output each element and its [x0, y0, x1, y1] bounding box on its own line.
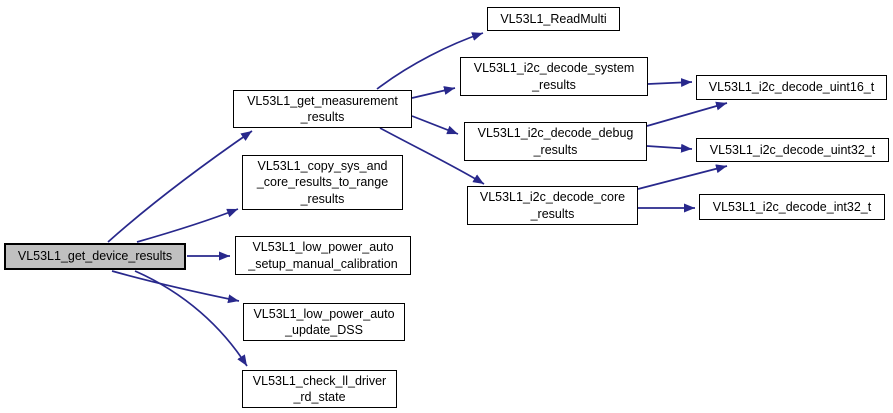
edge-get-measurement-results-to-i2c-decode-system-results	[411, 86, 456, 99]
node-label: VL53L1_copy_sys_and	[257, 158, 388, 173]
node-label: VL53L1_ReadMulti	[500, 11, 607, 26]
edge-get-device-results-to-low-power-auto-update-dss	[111, 270, 240, 304]
edge-i2c-decode-debug-results-to-uint32	[646, 143, 693, 153]
edge-get-measurement-results-to-i2c-decode-debug-results	[411, 115, 459, 135]
node-readmulti[interactable]: VL53L1_ReadMulti	[487, 7, 620, 31]
edge-get-measurement-results-to-readmulti	[376, 32, 484, 90]
node-label: VL53L1_low_power_auto	[253, 306, 395, 321]
node-low-power-auto-update-dss[interactable]: VL53L1_low_power_auto _update_DSS	[243, 303, 405, 341]
node-i2c-decode-uint32-t[interactable]: VL53L1_i2c_decode_uint32_t	[696, 138, 889, 162]
node-label: _rd_state	[293, 390, 346, 404]
edge-i2c-decode-system-results-to-uint16	[647, 78, 693, 87]
edge-i2c-decode-core-results-to-uint32	[637, 164, 728, 190]
node-get-measurement-results[interactable]: VL53L1_get_measurement _results	[233, 90, 412, 128]
node-label: VL53L1_check_ll_driver	[252, 373, 387, 388]
edge-get-device-results-to-get-measurement-results	[107, 130, 253, 243]
node-label: VL53L1_i2c_decode_core	[479, 190, 626, 204]
node-label: VL53L1_i2c_decode_system	[473, 61, 635, 75]
node-label: VL53L1_i2c_decode_uint16_t	[708, 80, 875, 95]
edge-get-measurement-results-to-i2c-decode-core-results	[379, 127, 485, 185]
node-label: VL53L1_i2c_decode_debug	[477, 126, 634, 140]
node-low-power-auto-setup-manual-calibration[interactable]: VL53L1_low_power_auto _setup_manual_cali…	[235, 236, 411, 275]
edge-get-device-results-to-copy-sys-and-core-results	[136, 208, 239, 243]
node-label: _results	[530, 206, 575, 221]
node-i2c-decode-uint16-t[interactable]: VL53L1_i2c_decode_uint16_t	[696, 75, 887, 100]
node-copy-sys-and-core-results-to-range-results[interactable]: VL53L1_copy_sys_and _core_results_to_ran…	[242, 155, 403, 210]
node-label: VL53L1_i2c_decode_uint32_t	[709, 142, 876, 157]
node-i2c-decode-system-results[interactable]: VL53L1_i2c_decode_system _results	[460, 57, 648, 96]
node-label: VL53L1_i2c_decode_int32_t	[712, 199, 872, 214]
node-label: _results	[532, 77, 576, 92]
node-label: VL53L1_get_measurement	[247, 93, 398, 108]
node-check-ll-driver-rd-state[interactable]: VL53L1_check_ll_driver _rd_state	[242, 370, 397, 408]
node-label: _update_DSS	[285, 323, 363, 337]
node-i2c-decode-core-results[interactable]: VL53L1_i2c_decode_core _results	[467, 186, 638, 225]
node-label: _results	[300, 110, 345, 124]
node-label: _setup_manual_calibration	[248, 256, 398, 271]
node-i2c-decode-int32-t[interactable]: VL53L1_i2c_decode_int32_t	[699, 194, 885, 220]
node-i2c-decode-debug-results[interactable]: VL53L1_i2c_decode_debug _results	[464, 122, 647, 161]
node-label: _results	[300, 191, 345, 206]
node-label: VL53L1_low_power_auto	[252, 240, 394, 254]
edge-i2c-decode-debug-results-to-uint16	[646, 101, 728, 127]
node-label: VL53L1_get_device_results	[17, 249, 173, 264]
node-get-device-results[interactable]: VL53L1_get_device_results	[4, 243, 186, 270]
node-label: _core_results_to_range	[256, 175, 389, 190]
edge-get-device-results-to-check-ll-driver-rd-state	[134, 270, 248, 367]
node-label: _results	[533, 142, 578, 157]
